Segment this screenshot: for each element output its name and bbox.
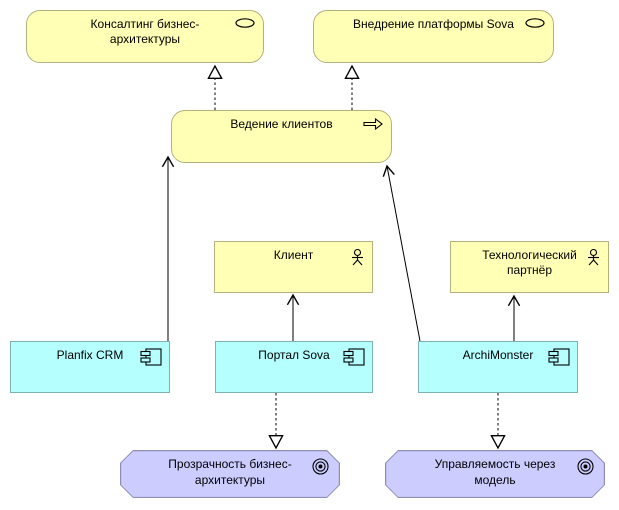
actor-icon: [352, 249, 363, 266]
component-icon: [548, 348, 570, 366]
goal-octagon: Управляемость через модель: [386, 451, 604, 497]
actor-icon: [588, 249, 599, 266]
node-business-service-sova-implementation[interactable]: Внедрение платформы Sova: [313, 10, 554, 63]
node-label: Planfix CRM: [56, 348, 124, 362]
node-label: Ведение клиентов: [230, 117, 333, 131]
node-label: Прозрачность бизнес- архитектуры: [168, 457, 292, 487]
node-label: Технологический партнёр: [482, 248, 577, 278]
service-oval-icon: [235, 18, 255, 28]
node-label: ArchiMonster: [462, 348, 534, 362]
goal-target-icon: [312, 458, 329, 475]
node-business-process-client-management[interactable]: Ведение клиентов: [171, 110, 392, 163]
node-app-component-portal-sova[interactable]: Портал Sova: [215, 341, 373, 393]
component-icon: [343, 348, 365, 366]
node-app-component-planfix-crm[interactable]: Planfix CRM: [10, 341, 170, 393]
node-label: Управляемость через модель: [434, 457, 556, 487]
service-oval-icon: [525, 18, 545, 28]
node-business-service-consulting[interactable]: Консалтинг бизнес- архитектуры: [26, 10, 264, 63]
node-goal-transparency[interactable]: Прозрачность бизнес- архитектуры: [120, 450, 340, 498]
node-label: Консалтинг бизнес- архитектуры: [90, 17, 200, 47]
goal-octagon: Прозрачность бизнес- архитектуры: [121, 451, 339, 497]
node-label: Портал Sova: [258, 348, 330, 362]
node-app-component-archimonster[interactable]: ArchiMonster: [418, 341, 578, 393]
serving-archimonster-to-process[interactable]: [382, 164, 421, 342]
node-label: Внедрение платформы Sova: [353, 17, 514, 31]
component-icon: [140, 348, 162, 366]
process-arrow-icon: [363, 118, 383, 130]
goal-target-icon: [577, 458, 594, 475]
node-label: Клиент: [273, 248, 314, 262]
node-business-actor-client[interactable]: Клиент: [214, 241, 373, 293]
node-business-actor-technology-partner[interactable]: Технологический партнёр: [450, 241, 609, 293]
node-goal-manageability[interactable]: Управляемость через модель: [385, 450, 605, 498]
